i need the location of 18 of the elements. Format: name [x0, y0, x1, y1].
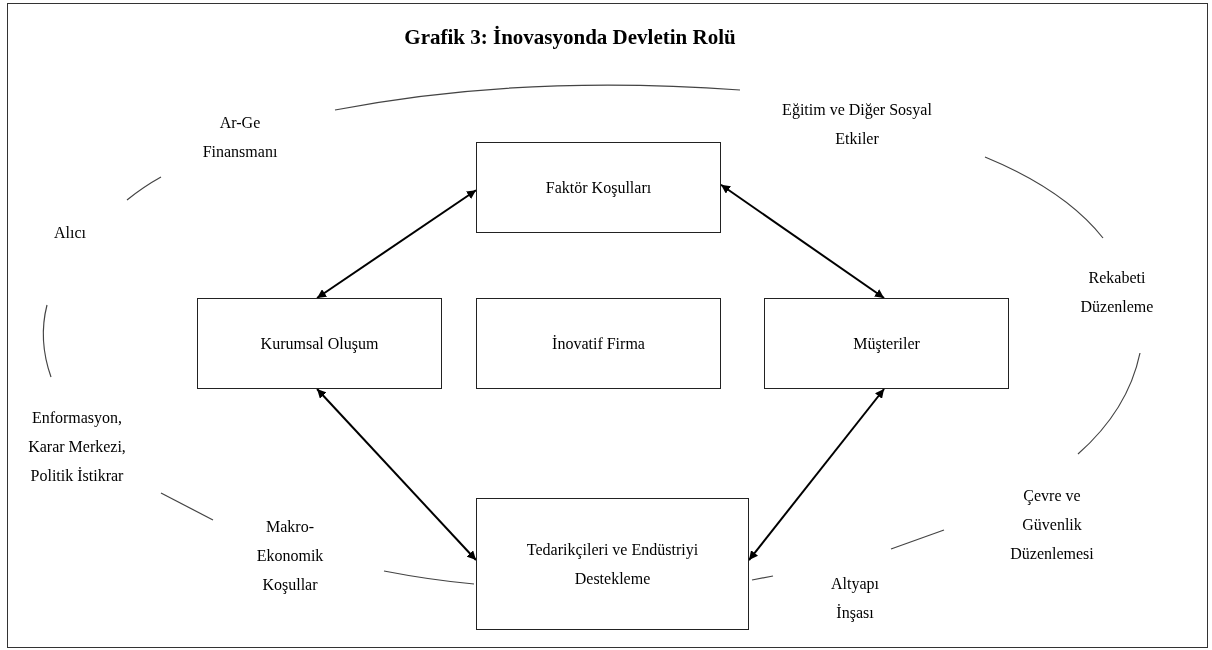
influence-label: Makro-Ekonomik Koşullar	[255, 517, 325, 596]
influence-label: Çevre ve Güvenlik Düzenlemesi	[1009, 486, 1095, 564]
influence-label: Eğitim ve Diğer Sosyal Etkiler	[782, 100, 932, 149]
influence-label: Alıcı	[53, 223, 87, 243]
double-arrow	[316, 388, 477, 562]
diagram-title: Grafik 3: İnovasyonda Devletin Rolü	[403, 24, 737, 51]
influence-label: Altyapı İnşası	[830, 574, 880, 624]
process-box: Müşteriler	[764, 298, 1009, 389]
double-arrow	[748, 388, 886, 562]
process-box: Faktör Koşulları	[476, 142, 721, 233]
double-arrow	[316, 189, 477, 299]
process-box: Kurumsal Oluşum	[197, 298, 442, 389]
double-arrow	[720, 183, 886, 299]
process-box: Tedarikçileri ve Endüstriyi Destekleme	[476, 498, 749, 630]
influence-label: Rekabeti Düzenleme	[1079, 268, 1155, 317]
process-box: İnovatif Firma	[476, 298, 721, 389]
influence-label: Ar-Ge Finansmanı	[201, 113, 279, 162]
influence-label: Enformasyon, Karar Merkezi, Politik İstikrar	[27, 408, 127, 486]
